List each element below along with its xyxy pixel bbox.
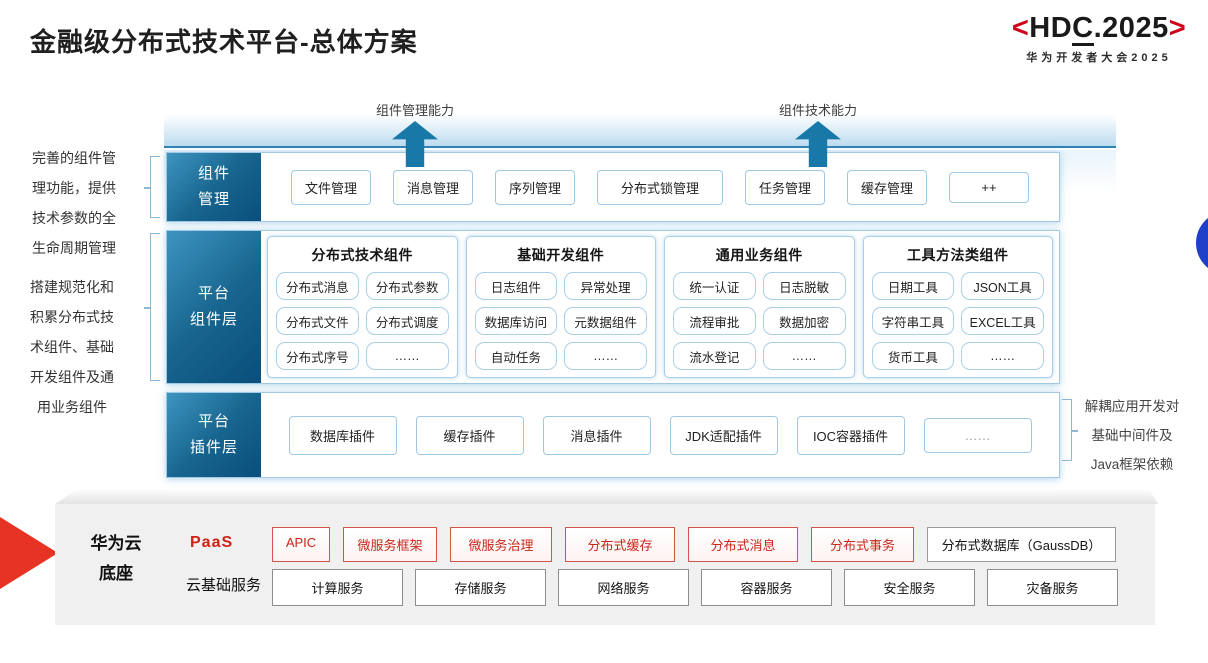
- paas-services-row: APIC 微服务框架 微服务治理 分布式缓存 分布式消息 分布式事务 分布式数据…: [272, 527, 1116, 562]
- paas-service: 微服务框架: [343, 527, 437, 562]
- component-cell: JSON工具: [961, 272, 1044, 300]
- mgmt-item: ++: [949, 171, 1029, 203]
- logo-right-bracket: >: [1168, 12, 1187, 44]
- component-cell: 日志脱敏: [762, 272, 846, 300]
- plugin-item: 数据库插件: [288, 415, 397, 455]
- capability-arrow-management: 组件管理能力: [355, 100, 475, 167]
- component-cell-ellipsis: ……: [564, 342, 647, 370]
- component-cell: 分布式消息: [276, 272, 359, 300]
- note-plugin-layer: 解耦应用开发对基础中间件及Java框架依赖: [1084, 399, 1180, 472]
- component-cell-ellipsis: ……: [762, 342, 846, 370]
- component-cell: 字符串工具: [871, 307, 955, 335]
- component-cell: EXCEL工具: [961, 307, 1044, 335]
- group-utility-methods: 工具方法类组件 日期工具 JSON工具 字符串工具 EXCEL工具 货币工具 ……: [862, 236, 1053, 378]
- capability-arrow-technical: 组件技术能力: [758, 100, 878, 167]
- up-arrow-icon: [392, 121, 438, 167]
- component-cell: 自动任务: [474, 342, 558, 370]
- mgmt-item: 文件管理: [291, 169, 371, 205]
- paas-service: 分布式消息: [688, 527, 798, 562]
- hdc-logo-subtitle: 华为开发者大会2025: [1026, 51, 1172, 64]
- component-cell: 数据加密: [762, 307, 846, 335]
- iaas-label: 云基础服务: [186, 577, 262, 594]
- component-cell: 分布式序号: [276, 342, 359, 370]
- paas-service: 微服务治理: [450, 527, 552, 562]
- component-cell-ellipsis: ……: [961, 342, 1044, 370]
- mgmt-item: 缓存管理: [847, 169, 927, 205]
- row-platform-plugin-layer: 平台 插件层 数据库插件 缓存插件 消息插件 JDK适配插件 IOC容器插件 ……: [166, 392, 1060, 478]
- iaas-service: 计算服务: [272, 569, 403, 606]
- decorative-blue-circle: [1196, 211, 1208, 275]
- component-cell: 分布式文件: [276, 307, 359, 335]
- arrow-label-management: 组件管理能力: [375, 103, 454, 118]
- component-cell: 分布式调度: [365, 307, 449, 335]
- iaas-service: 存储服务: [415, 569, 546, 606]
- paas-service-gaussdb: 分布式数据库（GaussDB）: [927, 527, 1116, 562]
- mgmt-item: 分布式锁管理: [597, 169, 723, 205]
- group-basic-dev: 基础开发组件 日志组件 异常处理 数据库访问 元数据组件 自动任务 ……: [465, 236, 656, 378]
- brace-left-row2: [144, 233, 160, 381]
- note-component-layer: 搭建规范化和积累分布式技术组件、基础开发组件及通用业务组件: [30, 279, 114, 415]
- iaas-service: 容器服务: [701, 569, 832, 606]
- hdc-logo-wordmark: <HDC.2025>: [998, 12, 1200, 46]
- component-cell: 异常处理: [564, 272, 647, 300]
- component-cell: 日期工具: [871, 272, 955, 300]
- component-cell: 流水登记: [673, 342, 756, 370]
- row-label-plugin-layer: 平台 插件层: [167, 393, 261, 477]
- iaas-services-row: 计算服务 存储服务 网络服务 容器服务 安全服务 灾备服务: [272, 569, 1118, 606]
- component-cell: 数据库访问: [474, 307, 558, 335]
- paas-service: 分布式事务: [811, 527, 914, 562]
- paas-service: APIC: [272, 527, 330, 562]
- plugin-item-ellipsis: ……: [923, 417, 1032, 453]
- logo-text-post: .2025: [1093, 12, 1169, 44]
- component-cell: 货币工具: [871, 342, 955, 370]
- component-cell: 流程审批: [673, 307, 756, 335]
- group-common-business: 通用业务组件 统一认证 日志脱敏 流程审批 数据加密 流水登记 ……: [664, 236, 855, 378]
- component-cell-ellipsis: ……: [365, 342, 449, 370]
- cloud-base-panel: [55, 504, 1155, 625]
- logo-text-underlined: C: [1072, 12, 1094, 46]
- component-cell: 元数据组件: [564, 307, 647, 335]
- hdc-logo: <HDC.2025> 华为开发者大会2025: [998, 12, 1200, 65]
- logo-left-bracket: <: [1011, 12, 1030, 44]
- row-platform-component-layer: 平台 组件层 分布式技术组件 分布式消息 分布式参数 分布式文件 分布式调度 分…: [166, 230, 1060, 384]
- page-title: 金融级分布式技术平台-总体方案: [30, 27, 418, 57]
- row-component-management: 组件 管理 文件管理 消息管理 序列管理 分布式锁管理 任务管理 缓存管理 ++: [166, 152, 1060, 222]
- cloud-base-top-face: [55, 489, 1158, 504]
- paas-service: 分布式缓存: [565, 527, 675, 562]
- mgmt-item: 消息管理: [393, 169, 473, 205]
- note-component-management: 完善的组件管理功能，提供技术参数的全生命周期管理: [32, 150, 116, 256]
- cloud-base-label: 华为云 底座: [90, 534, 142, 583]
- iaas-service: 安全服务: [844, 569, 975, 606]
- plugin-item: 缓存插件: [415, 415, 524, 455]
- arrow-label-technical: 组件技术能力: [778, 103, 857, 118]
- row-label-component-layer: 平台 组件层: [167, 231, 261, 383]
- logo-text-pre: HD: [1029, 12, 1073, 44]
- plugin-item: 消息插件: [542, 415, 651, 455]
- component-cell: 分布式参数: [365, 272, 449, 300]
- row-label-component-management: 组件 管理: [167, 153, 261, 221]
- brace-left-row1: [144, 156, 160, 218]
- plugin-item: JDK适配插件: [669, 415, 778, 455]
- brace-right-row3: [1062, 399, 1078, 461]
- component-cell: 统一认证: [673, 272, 756, 300]
- up-arrow-icon: [795, 121, 841, 167]
- plugin-item: IOC容器插件: [796, 415, 905, 455]
- group-distributed-tech: 分布式技术组件 分布式消息 分布式参数 分布式文件 分布式调度 分布式序号 ……: [267, 236, 458, 378]
- iaas-service: 灾备服务: [987, 569, 1118, 606]
- mgmt-item: 序列管理: [495, 169, 575, 205]
- platform-container-top-edge: [164, 114, 1116, 148]
- red-arrow-icon: [0, 507, 58, 599]
- mgmt-item: 任务管理: [745, 169, 825, 205]
- paas-label: PaaS: [190, 534, 234, 551]
- component-cell: 日志组件: [474, 272, 558, 300]
- iaas-service: 网络服务: [558, 569, 689, 606]
